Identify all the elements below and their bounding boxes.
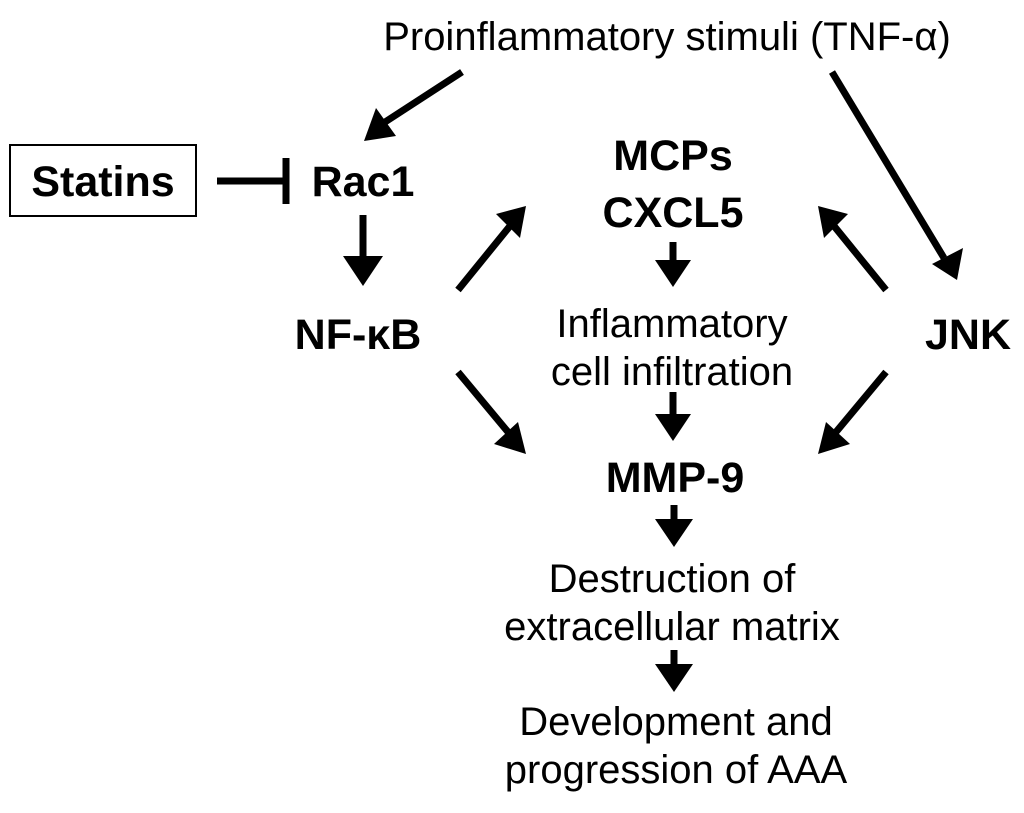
arrow-stimuli-rac1-shaft [380, 69, 464, 127]
arrow-nfkb-mcps-shaft [455, 223, 513, 293]
mmp9-label: MMP-9 [606, 454, 745, 502]
stimuli-label: Proinflammatory stimuli (TNF-α) [383, 15, 951, 59]
rac1-label: Rac1 [312, 158, 415, 206]
arrow-mmp9-destruction-head [655, 519, 693, 547]
arrow-jnk-mmp9-shaft [833, 369, 889, 435]
arrow-mcps-infiltration-head [655, 260, 691, 287]
infiltration-label-line1: Inflammatory [556, 302, 787, 346]
statins-box [9, 144, 197, 217]
arrow-stimuli-jnk-shaft [829, 70, 947, 260]
cxcl5-label: CXCL5 [603, 189, 744, 237]
arrow-destruction-development-head [655, 664, 693, 692]
arrow-jnk-mcps-shaft [831, 223, 889, 293]
statins-label: Statins [31, 158, 174, 206]
development-label-line2: progression of AAA [505, 748, 848, 792]
arrow-nfkb-mcps-head [496, 206, 526, 238]
mcps-label: MCPs [613, 132, 732, 180]
arrow-rac1-nfkb-head [343, 256, 383, 286]
arrow-jnk-mcps-head [818, 206, 848, 238]
arrow-stimuli-jnk-head [932, 248, 963, 280]
infiltration-label-line2: cell infiltration [551, 350, 793, 394]
arrow-nfkb-mmp9-head [494, 422, 526, 454]
arrow-infiltration-mmp9-head [655, 414, 691, 441]
destruction-label-line1: Destruction of [549, 557, 797, 601]
development-label-line1: Development and [519, 700, 833, 744]
jnk-label: JNK [925, 311, 1011, 359]
arrow-nfkb-mmp9-shaft [455, 369, 511, 435]
nfkb-label: NF-κB [295, 311, 422, 359]
destruction-label-line2: extracellular matrix [504, 605, 840, 649]
arrow-jnk-mmp9-head [818, 422, 850, 454]
arrow-stimuli-rac1-head [364, 108, 396, 141]
